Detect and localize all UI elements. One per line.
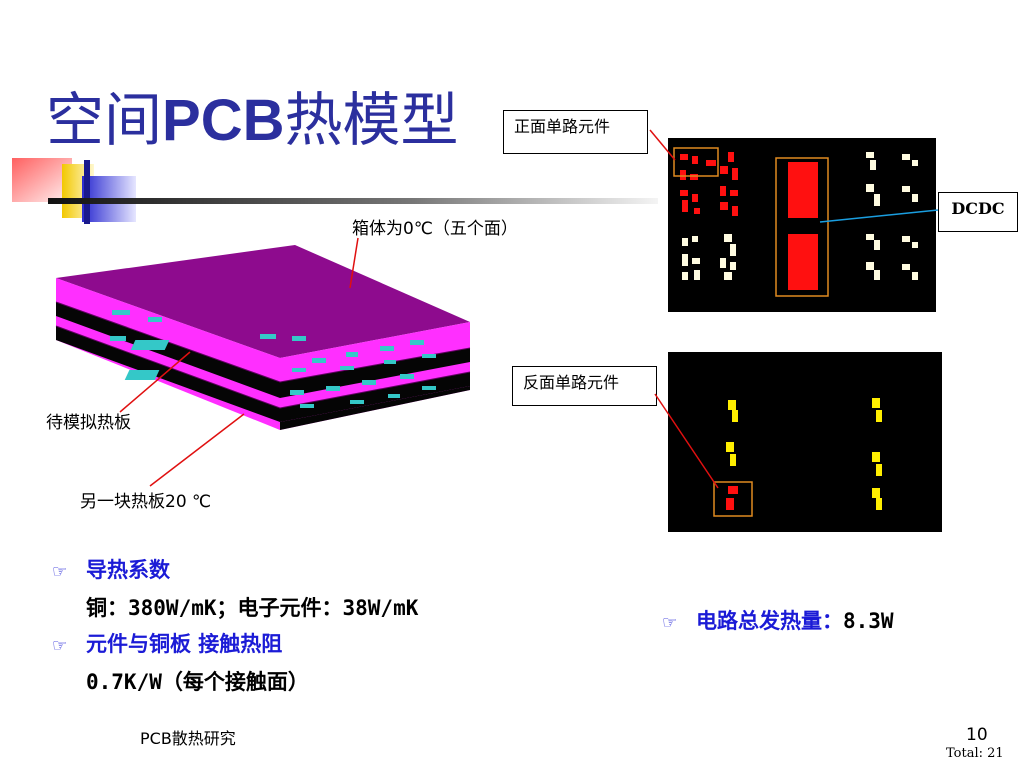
front-board-image xyxy=(668,138,936,312)
bullet-contact-resistance: ☞元件与铜板 接触热阻 xyxy=(52,626,418,664)
pointing-hand-icon: ☞ xyxy=(52,562,68,582)
page-title: 空间PCB热模型 xyxy=(46,86,459,154)
pcb-3d-model xyxy=(55,245,471,430)
page-total: Total: 21 xyxy=(946,746,1004,761)
callout-dcdc: DCDC xyxy=(938,192,1018,232)
bullet-total-heat: ☞电路总发热量：8.3W xyxy=(662,603,894,641)
label-other-board: 另一块热板20 ℃ xyxy=(80,492,212,512)
footer-text: PCB散热研究 xyxy=(140,729,236,748)
bullet-list-left: ☞导热系数 铜：380W/mK；电子元件：38W/mK ☞元件与铜板 接触热阻 … xyxy=(52,552,418,700)
back-board-image xyxy=(668,352,942,532)
label-simulated-board: 待模拟热板 xyxy=(46,413,131,433)
pointing-hand-icon: ☞ xyxy=(662,613,678,633)
bullet-thermal-conductivity-value: 铜：380W/mK；电子元件：38W/mK xyxy=(86,596,419,620)
bullet-thermal-conductivity: ☞导热系数 xyxy=(52,552,418,590)
bullet-contact-resistance-value: 0.7K/W（每个接触面） xyxy=(86,670,309,694)
pointing-hand-icon: ☞ xyxy=(52,636,68,656)
callout-back-components: 反面单路元件 xyxy=(512,366,657,406)
label-box-temperature: 箱体为0℃（五个面） xyxy=(352,219,518,239)
title-decoration xyxy=(12,158,658,224)
page-number: 10 xyxy=(966,725,988,745)
callout-front-components: 正面单路元件 xyxy=(503,110,648,154)
